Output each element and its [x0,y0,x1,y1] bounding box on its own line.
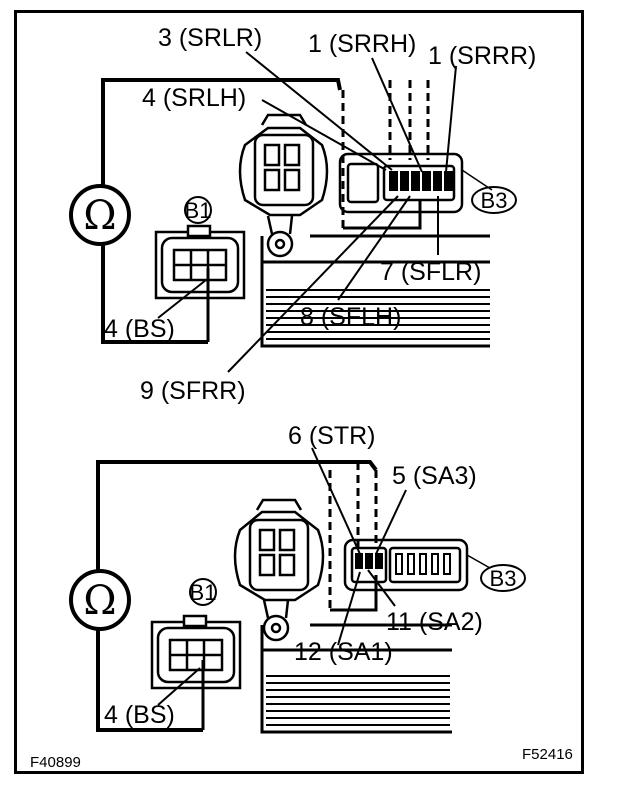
label-bottom-bs: 4 (BS) [104,701,175,729]
figure-id-left: F40899 [30,754,81,771]
bottom-b3-leader [466,554,491,569]
top-diagram [69,51,517,373]
top-b3-label: B3 [481,188,508,213]
top-ohm-symbol: Ω [83,193,116,239]
label-sfrr: 9 (SFRR) [140,377,246,405]
bottom-leaders [157,447,407,706]
top-b3-pins [389,171,453,191]
top-meter-loop [101,78,342,344]
bottom-ohmmeter-icon [69,569,131,631]
top-leaders [157,51,457,373]
label-srlh: 4 (SRLH) [142,84,246,112]
label-sflh: 8 (SFLH) [300,303,401,331]
top-b1-badge [184,196,212,224]
bottom-body-hatching [266,675,450,726]
bottom-meter-loop [96,460,378,732]
top-body-hatching [266,289,490,340]
bottom-harness-wires [328,462,378,610]
bottom-sensor-connector [233,498,325,642]
label-sa3: 5 (SA3) [392,462,477,490]
top-b3-badge [471,186,517,214]
bottom-b3-label: B3 [490,566,517,591]
label-sa2: 11 (SA2) [386,608,483,636]
label-srlr: 3 (SRLR) [158,24,262,52]
label-top-bs: 4 (BS) [104,315,175,343]
bottom-b3-badge [480,564,526,592]
label-sa1: 12 (SA1) [294,638,393,666]
bottom-b1-badge [189,578,217,606]
bottom-body-outline [260,623,452,734]
label-sflr: 7 (SFLR) [380,258,481,286]
top-b1-connector [154,224,246,300]
bottom-probe-return [330,575,378,612]
top-probe-return [343,200,422,230]
label-str: 6 (STR) [288,422,376,450]
label-srrh: 1 (SRRH) [308,30,416,58]
label-srrr: 1 (SRRR) [428,42,536,70]
top-body-outline [260,234,490,348]
top-b1-label: B1 [185,198,212,223]
bottom-b1-label: B1 [190,580,217,605]
figure-id-right: F52416 [522,746,573,763]
bottom-b1-connector [150,614,242,690]
bottom-diagram [69,447,526,734]
bottom-ohm-symbol: Ω [83,578,116,624]
top-ohmmeter-icon [69,184,131,246]
